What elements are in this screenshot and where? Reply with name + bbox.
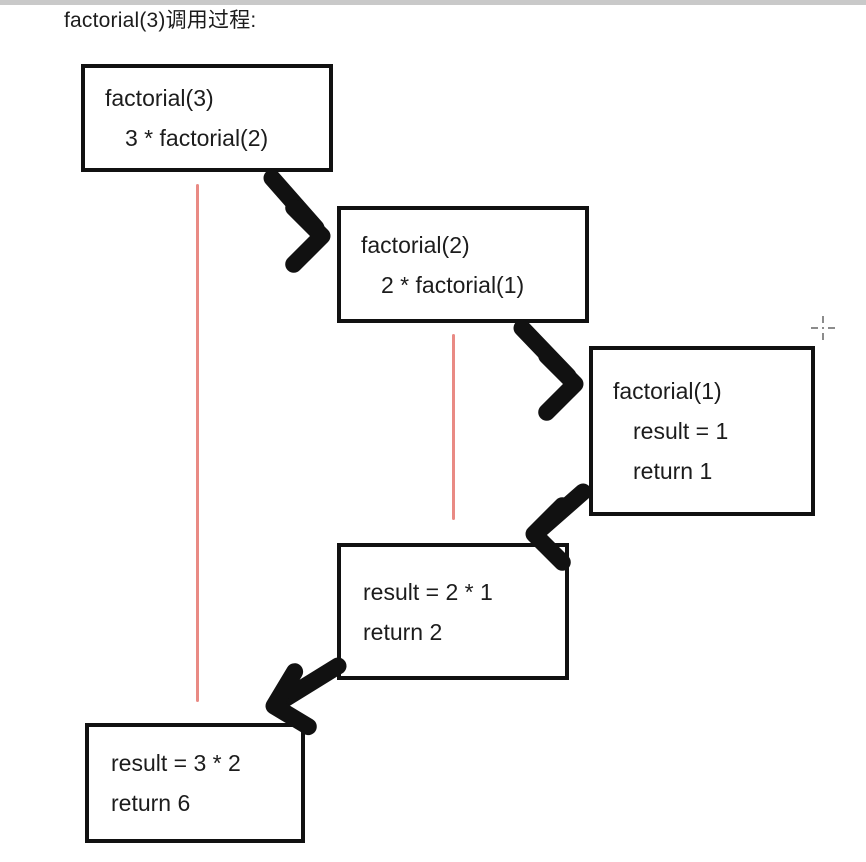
frame-line: factorial(2) bbox=[361, 231, 470, 258]
frame-box-factorial-2: factorial(2) 2 * factorial(1) bbox=[337, 206, 589, 323]
frame-line: factorial(1) bbox=[613, 378, 722, 404]
frame-line: 3 * factorial(2) bbox=[125, 125, 269, 151]
arrow-call-3-to-2-icon bbox=[263, 169, 331, 273]
arrow-return-2-to-3-icon bbox=[265, 657, 347, 736]
frame-line: result = 3 * 2 bbox=[111, 750, 241, 776]
diagram-title: factorial(3)调用过程: bbox=[64, 9, 257, 32]
frame-line: result = 2 * 1 bbox=[363, 578, 493, 605]
frame-line: result = 1 bbox=[633, 418, 729, 444]
frame-line: return 2 bbox=[363, 618, 443, 645]
frame-box-result-2: result = 2 * 1 return 2 bbox=[337, 543, 569, 680]
crosshair-cursor-icon bbox=[811, 316, 836, 341]
arrow-call-2-to-1-icon bbox=[513, 319, 584, 421]
lifeline-inner bbox=[452, 334, 455, 520]
frame-line: 2 * factorial(1) bbox=[381, 271, 525, 298]
frame-line: return 6 bbox=[111, 790, 191, 816]
frame-box-factorial-1: factorial(1) result = 1 return 1 bbox=[589, 346, 815, 516]
frame-line: return 1 bbox=[633, 458, 713, 484]
frame-line: factorial(3) bbox=[105, 85, 214, 111]
lifeline-outer bbox=[196, 184, 199, 702]
frame-box-result-6: result = 3 * 2 return 6 bbox=[85, 723, 305, 843]
top-edge-strip bbox=[0, 0, 866, 5]
frame-box-factorial-3: factorial(3) 3 * factorial(2) bbox=[81, 64, 333, 172]
